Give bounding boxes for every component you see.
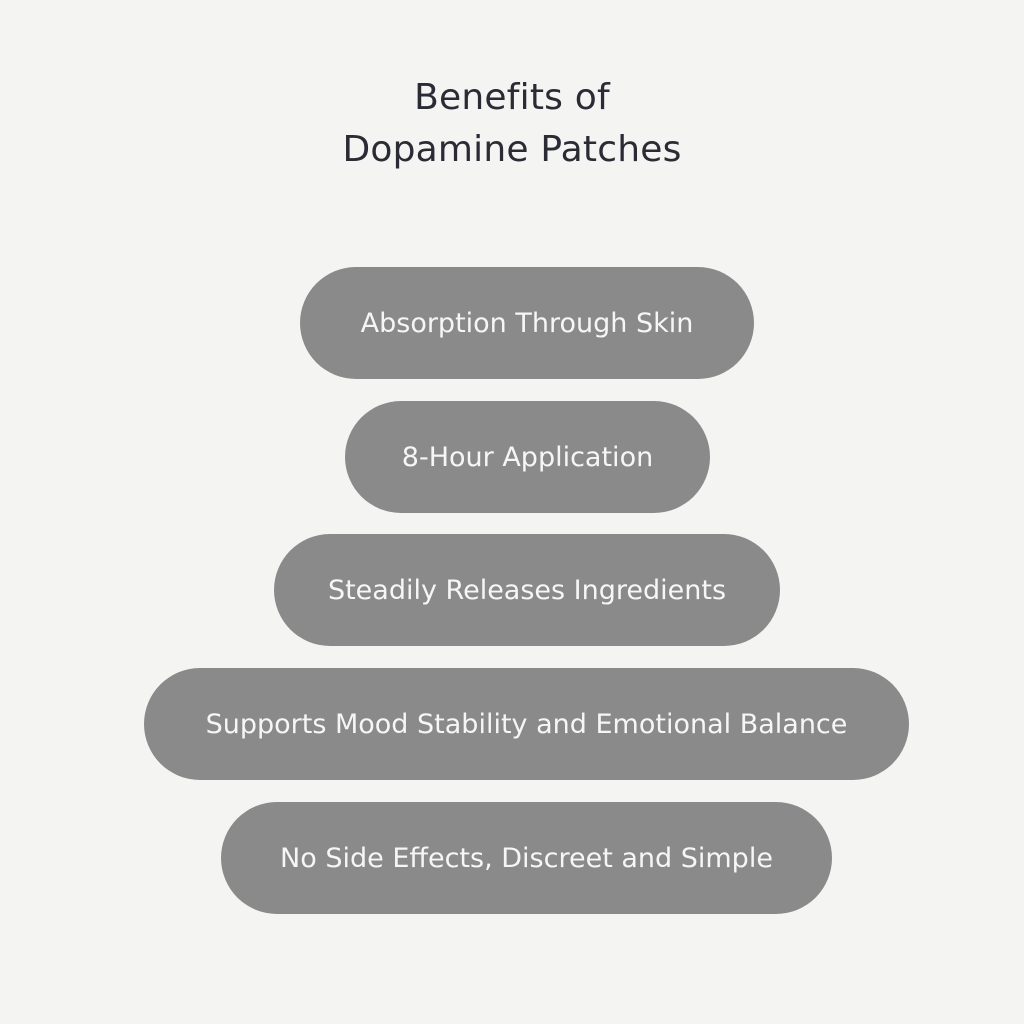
- benefit-pill-no-side-effects: No Side Effects, Discreet and Simple: [221, 802, 832, 914]
- title-line-1: Benefits of: [414, 77, 610, 118]
- benefit-label: Steadily Releases Ingredients: [327, 574, 727, 606]
- page-title: Benefits of Dopamine Patches: [0, 72, 1024, 176]
- benefit-pill-absorption: Absorption Through Skin: [300, 267, 754, 379]
- benefit-label: Supports Mood Stability and Emotional Ba…: [205, 708, 848, 740]
- benefit-pill-mood: Supports Mood Stability and Emotional Ba…: [144, 668, 909, 780]
- benefit-label: 8-Hour Application: [401, 441, 654, 473]
- benefit-label: No Side Effects, Discreet and Simple: [280, 842, 773, 874]
- benefit-pill-release: Steadily Releases Ingredients: [274, 534, 780, 646]
- benefit-label: Absorption Through Skin: [360, 307, 694, 339]
- title-line-2: Dopamine Patches: [342, 129, 682, 170]
- benefit-pill-application: 8-Hour Application: [345, 401, 710, 513]
